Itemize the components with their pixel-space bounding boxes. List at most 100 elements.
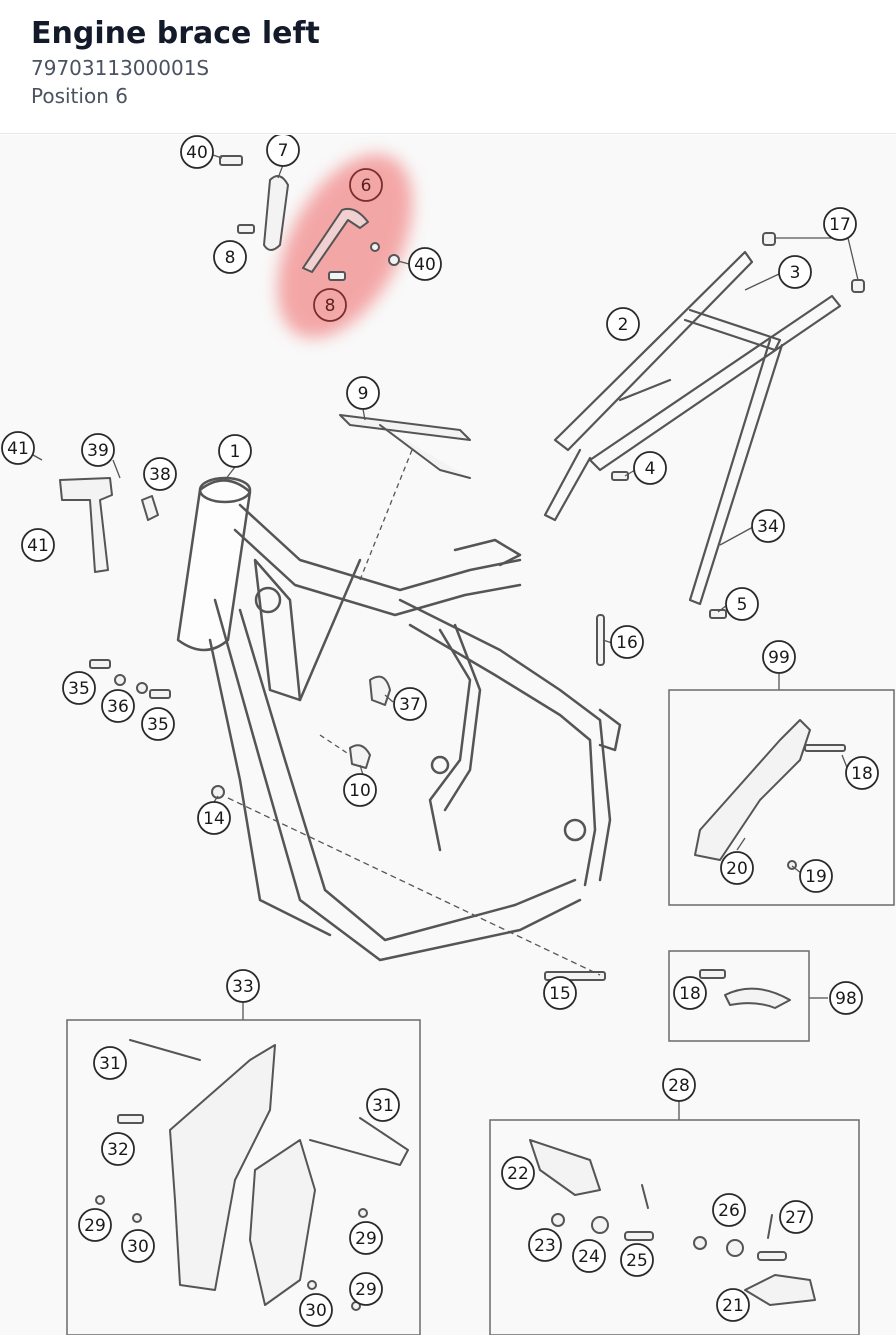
callout-c30a[interactable]: 30 bbox=[121, 1229, 155, 1263]
callout-c34[interactable]: 34 bbox=[751, 509, 785, 543]
callout-c18a[interactable]: 18 bbox=[845, 756, 879, 790]
callout-c99[interactable]: 99 bbox=[762, 640, 796, 674]
callout-c31a[interactable]: 31 bbox=[93, 1046, 127, 1080]
callout-circle bbox=[143, 457, 177, 491]
callout-number: 16 bbox=[616, 633, 638, 653]
callout-c35a[interactable]: 35 bbox=[62, 671, 96, 705]
callout-c26[interactable]: 26 bbox=[712, 1193, 746, 1227]
callout-c35b[interactable]: 35 bbox=[141, 707, 175, 741]
callout-c1[interactable]: 1 bbox=[218, 434, 252, 468]
callout-c30b[interactable]: 30 bbox=[299, 1293, 333, 1327]
callout-c38[interactable]: 38 bbox=[143, 457, 177, 491]
callout-number: 18 bbox=[851, 764, 873, 784]
small-parts-drawings bbox=[59, 155, 865, 1311]
callout-number: 18 bbox=[679, 984, 701, 1004]
main-frame-drawing bbox=[176, 476, 622, 962]
callout-number: 23 bbox=[534, 1236, 556, 1256]
callout-number: 30 bbox=[305, 1301, 327, 1321]
callout-c41a[interactable]: 41 bbox=[1, 431, 35, 465]
callout-number: 35 bbox=[68, 679, 90, 699]
callout-circle bbox=[610, 625, 644, 659]
callout-c9[interactable]: 9 bbox=[346, 376, 380, 410]
callout-c6[interactable]: 6 bbox=[349, 168, 383, 202]
callout-number: 99 bbox=[768, 648, 790, 668]
callout-c8b[interactable]: 8 bbox=[313, 288, 347, 322]
callout-c27[interactable]: 27 bbox=[779, 1200, 813, 1234]
callout-circle bbox=[213, 240, 247, 274]
callout-c33[interactable]: 33 bbox=[226, 969, 260, 1003]
callout-circle bbox=[180, 135, 214, 169]
callout-circle bbox=[1, 431, 35, 465]
frame-diagram-svg: 4076840817329413938141434516993536353718… bbox=[1, 133, 895, 1336]
callout-number: 6 bbox=[361, 176, 372, 196]
callout-c24[interactable]: 24 bbox=[572, 1239, 606, 1273]
callout-c18b[interactable]: 18 bbox=[673, 976, 707, 1010]
callout-number: 8 bbox=[225, 248, 236, 268]
callout-number: 41 bbox=[27, 536, 49, 556]
callout-c15[interactable]: 15 bbox=[543, 976, 577, 1010]
callout-circle bbox=[78, 1208, 112, 1242]
callout-number: 41 bbox=[7, 439, 29, 459]
callout-c16[interactable]: 16 bbox=[610, 625, 644, 659]
callout-circle bbox=[633, 451, 667, 485]
callout-circle bbox=[716, 1288, 750, 1322]
callout-c41b[interactable]: 41 bbox=[21, 528, 55, 562]
callout-c10[interactable]: 10 bbox=[343, 773, 377, 807]
callout-number: 17 bbox=[829, 215, 851, 235]
callout-c32[interactable]: 32 bbox=[101, 1132, 135, 1166]
callout-circle bbox=[101, 1132, 135, 1166]
callout-number: 26 bbox=[718, 1201, 740, 1221]
callout-c5[interactable]: 5 bbox=[725, 587, 759, 621]
callout-c2[interactable]: 2 bbox=[606, 307, 640, 341]
callout-c31b[interactable]: 31 bbox=[366, 1088, 400, 1122]
callout-number: 31 bbox=[372, 1096, 394, 1116]
callout-c4[interactable]: 4 bbox=[633, 451, 667, 485]
callout-c40b[interactable]: 40 bbox=[408, 247, 442, 281]
callout-number: 29 bbox=[355, 1280, 377, 1300]
callout-c19[interactable]: 19 bbox=[799, 859, 833, 893]
callout-c14[interactable]: 14 bbox=[197, 801, 231, 835]
selected-part-highlight bbox=[277, 154, 413, 338]
callout-circle bbox=[606, 307, 640, 341]
callout-number: 27 bbox=[785, 1208, 807, 1228]
callout-circle bbox=[366, 1088, 400, 1122]
callout-c22[interactable]: 22 bbox=[501, 1156, 535, 1190]
callout-c21[interactable]: 21 bbox=[716, 1288, 750, 1322]
callout-number: 24 bbox=[578, 1247, 600, 1267]
part-header: Engine brace left 7970311300001S Positio… bbox=[0, 0, 896, 134]
callout-number: 7 bbox=[278, 141, 289, 161]
callout-c23[interactable]: 23 bbox=[528, 1228, 562, 1262]
callout-c17[interactable]: 17 bbox=[823, 207, 857, 241]
callout-number: 19 bbox=[805, 867, 827, 887]
callout-number: 22 bbox=[507, 1164, 529, 1184]
callout-c36[interactable]: 36 bbox=[101, 689, 135, 723]
callout-circle bbox=[349, 1221, 383, 1255]
callout-c28[interactable]: 28 bbox=[662, 1068, 696, 1102]
callout-circle bbox=[81, 433, 115, 467]
callout-c29c[interactable]: 29 bbox=[349, 1272, 383, 1306]
callout-c29a[interactable]: 29 bbox=[78, 1208, 112, 1242]
callout-c7[interactable]: 7 bbox=[266, 133, 300, 167]
callout-number: 33 bbox=[232, 977, 254, 997]
callout-circle bbox=[21, 528, 55, 562]
callout-c40a[interactable]: 40 bbox=[180, 135, 214, 169]
callout-circle bbox=[346, 376, 380, 410]
callout-c8a[interactable]: 8 bbox=[213, 240, 247, 274]
callout-circle bbox=[62, 671, 96, 705]
callout-c98[interactable]: 98 bbox=[829, 981, 863, 1015]
callout-c37[interactable]: 37 bbox=[393, 687, 427, 721]
callout-number: 40 bbox=[186, 143, 208, 163]
callout-circle bbox=[673, 976, 707, 1010]
callout-number: 14 bbox=[203, 809, 225, 829]
callout-c25[interactable]: 25 bbox=[620, 1243, 654, 1277]
callout-c39[interactable]: 39 bbox=[81, 433, 115, 467]
callout-circle bbox=[725, 587, 759, 621]
callout-c20[interactable]: 20 bbox=[720, 851, 754, 885]
callout-number: 36 bbox=[107, 697, 129, 717]
callout-c29b[interactable]: 29 bbox=[349, 1221, 383, 1255]
callout-circle bbox=[845, 756, 879, 790]
callout-c3[interactable]: 3 bbox=[778, 255, 812, 289]
callout-number: 2 bbox=[618, 315, 629, 335]
